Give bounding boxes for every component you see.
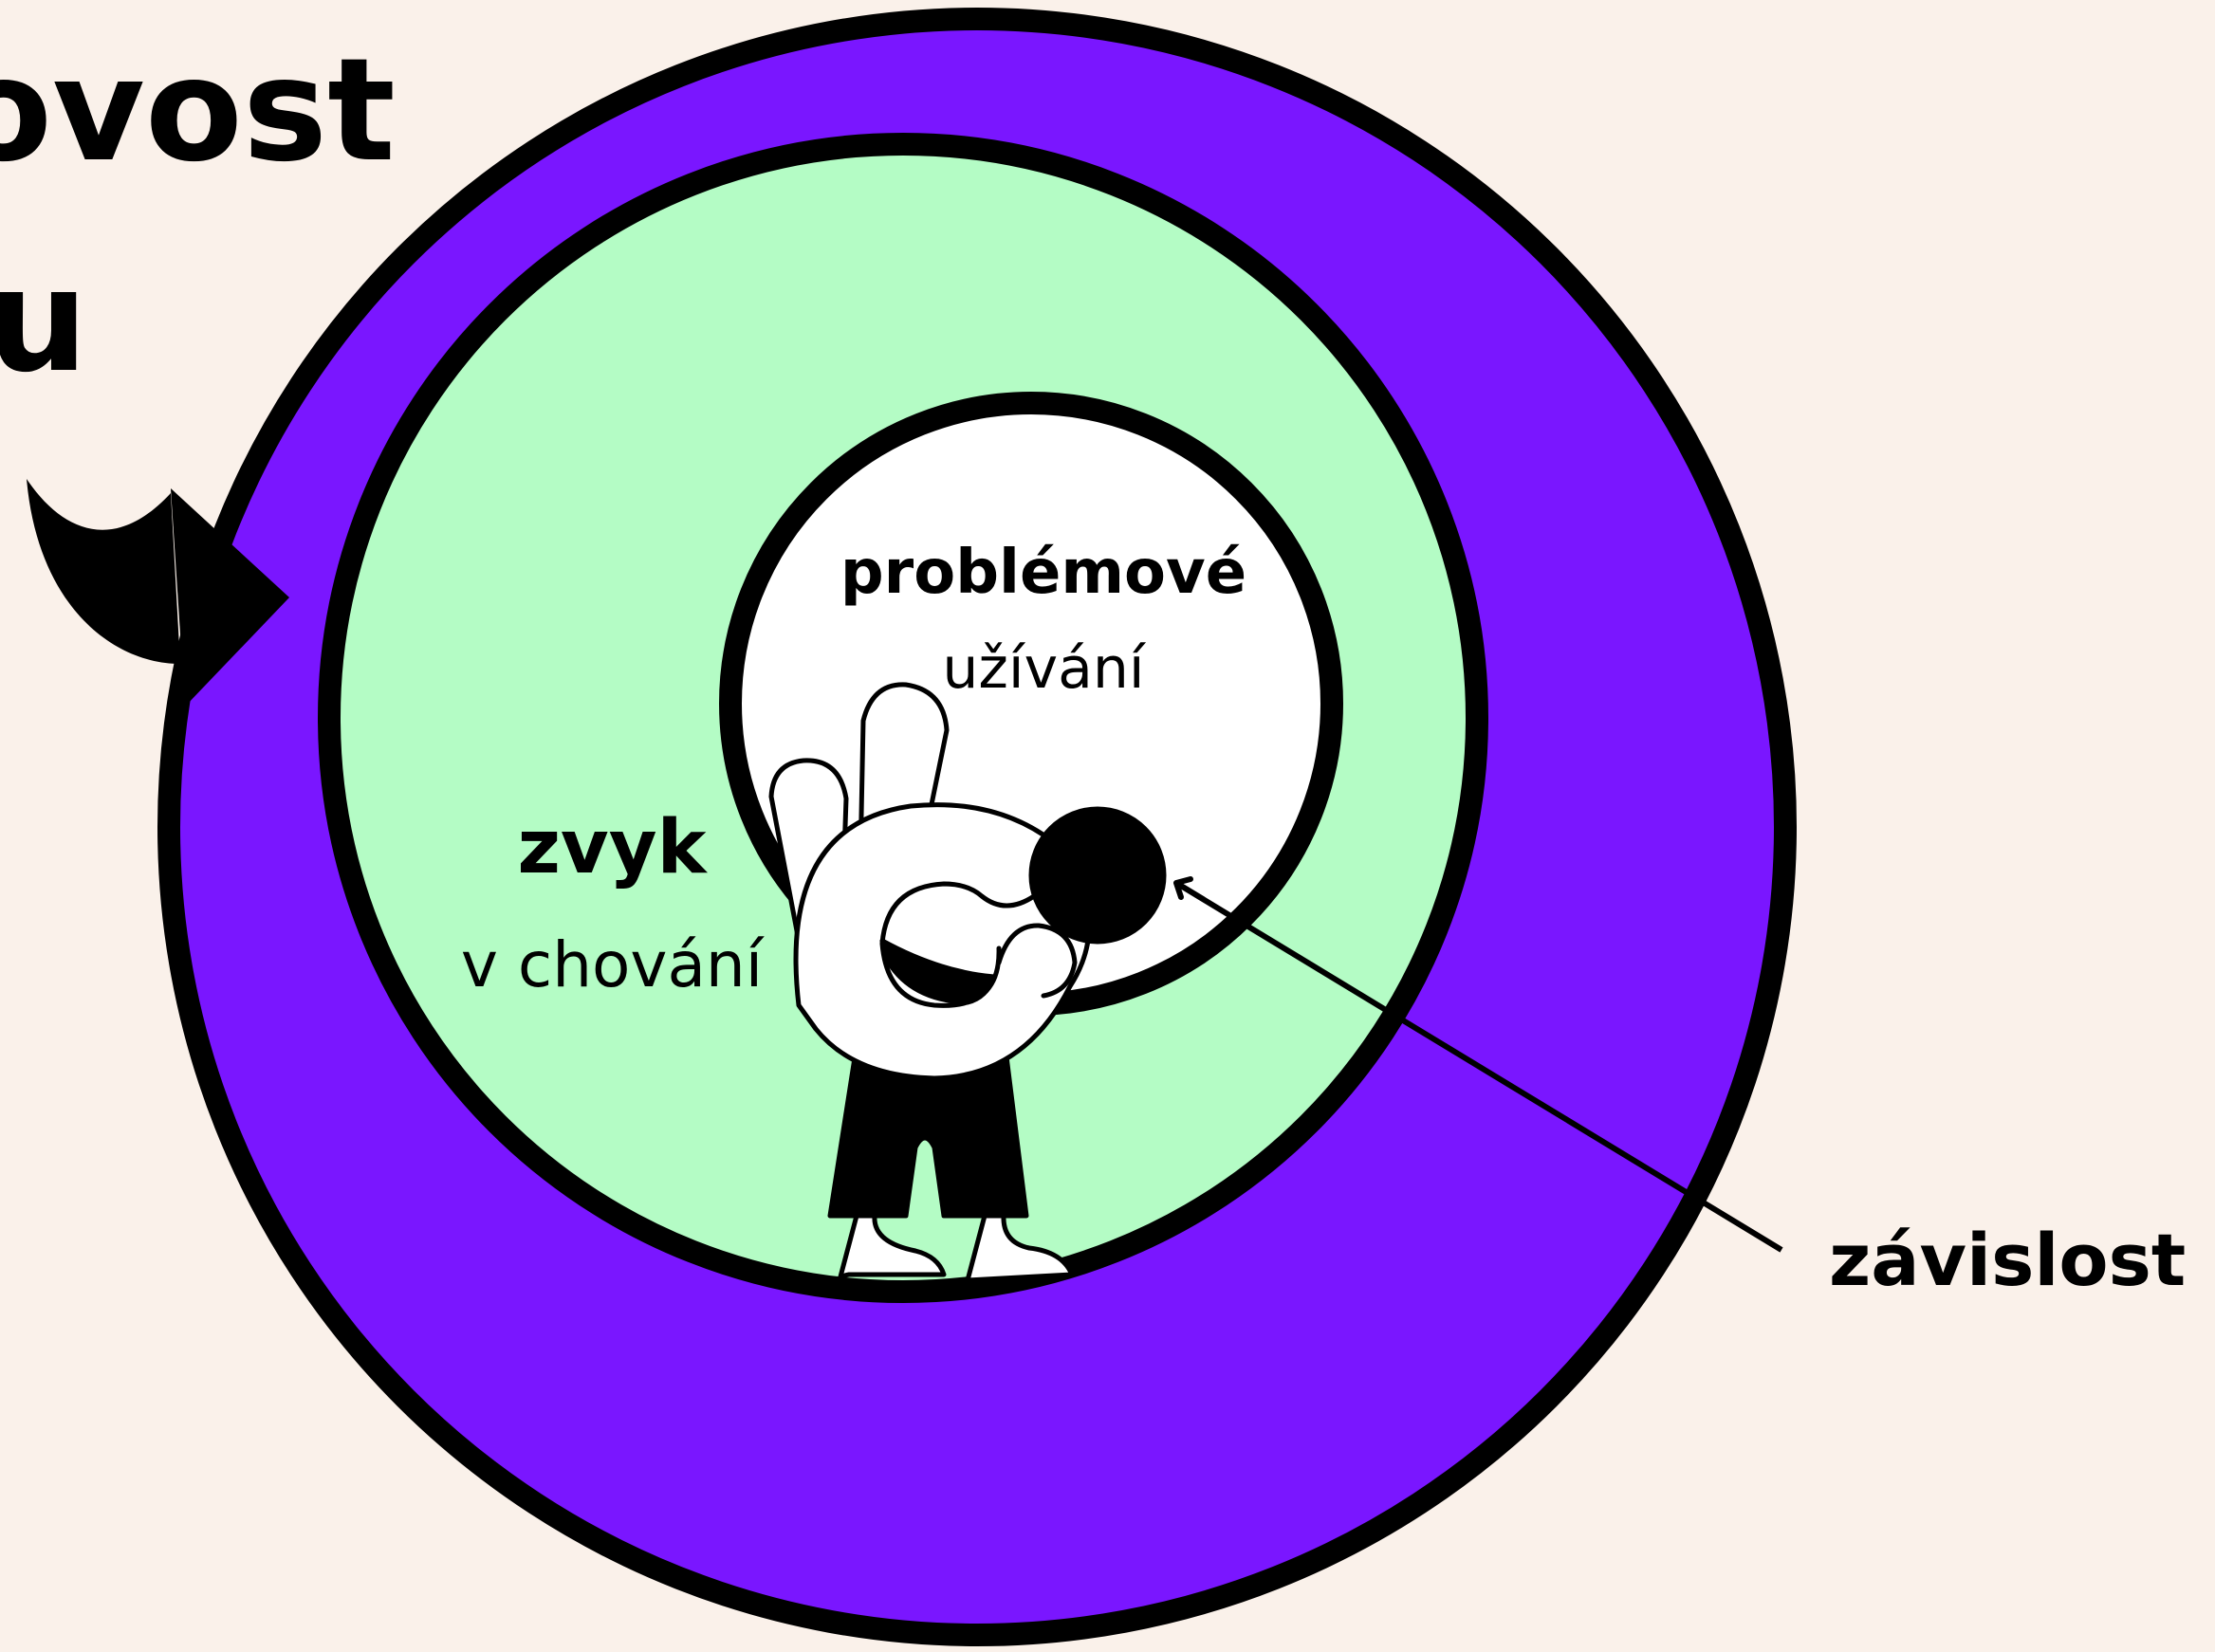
outer-label-zavislost: závislost bbox=[1829, 1218, 2186, 1302]
heading-line-1: ovost bbox=[0, 28, 396, 193]
inner-label-rest: užívání bbox=[942, 635, 1146, 702]
middle-label-rest: v chování bbox=[461, 928, 766, 1001]
right-shoe bbox=[965, 1213, 1075, 1283]
pointer-line bbox=[1173, 876, 1783, 1253]
dark-ball bbox=[1028, 806, 1167, 945]
curved-arrow-icon bbox=[27, 479, 289, 707]
inner-label-strong: problémové bbox=[840, 538, 1246, 608]
middle-label-strong: zvyk bbox=[518, 805, 709, 890]
left-shoe bbox=[837, 1213, 947, 1283]
character-illustration bbox=[768, 682, 1167, 1283]
heading-line-2: u bbox=[0, 239, 88, 404]
